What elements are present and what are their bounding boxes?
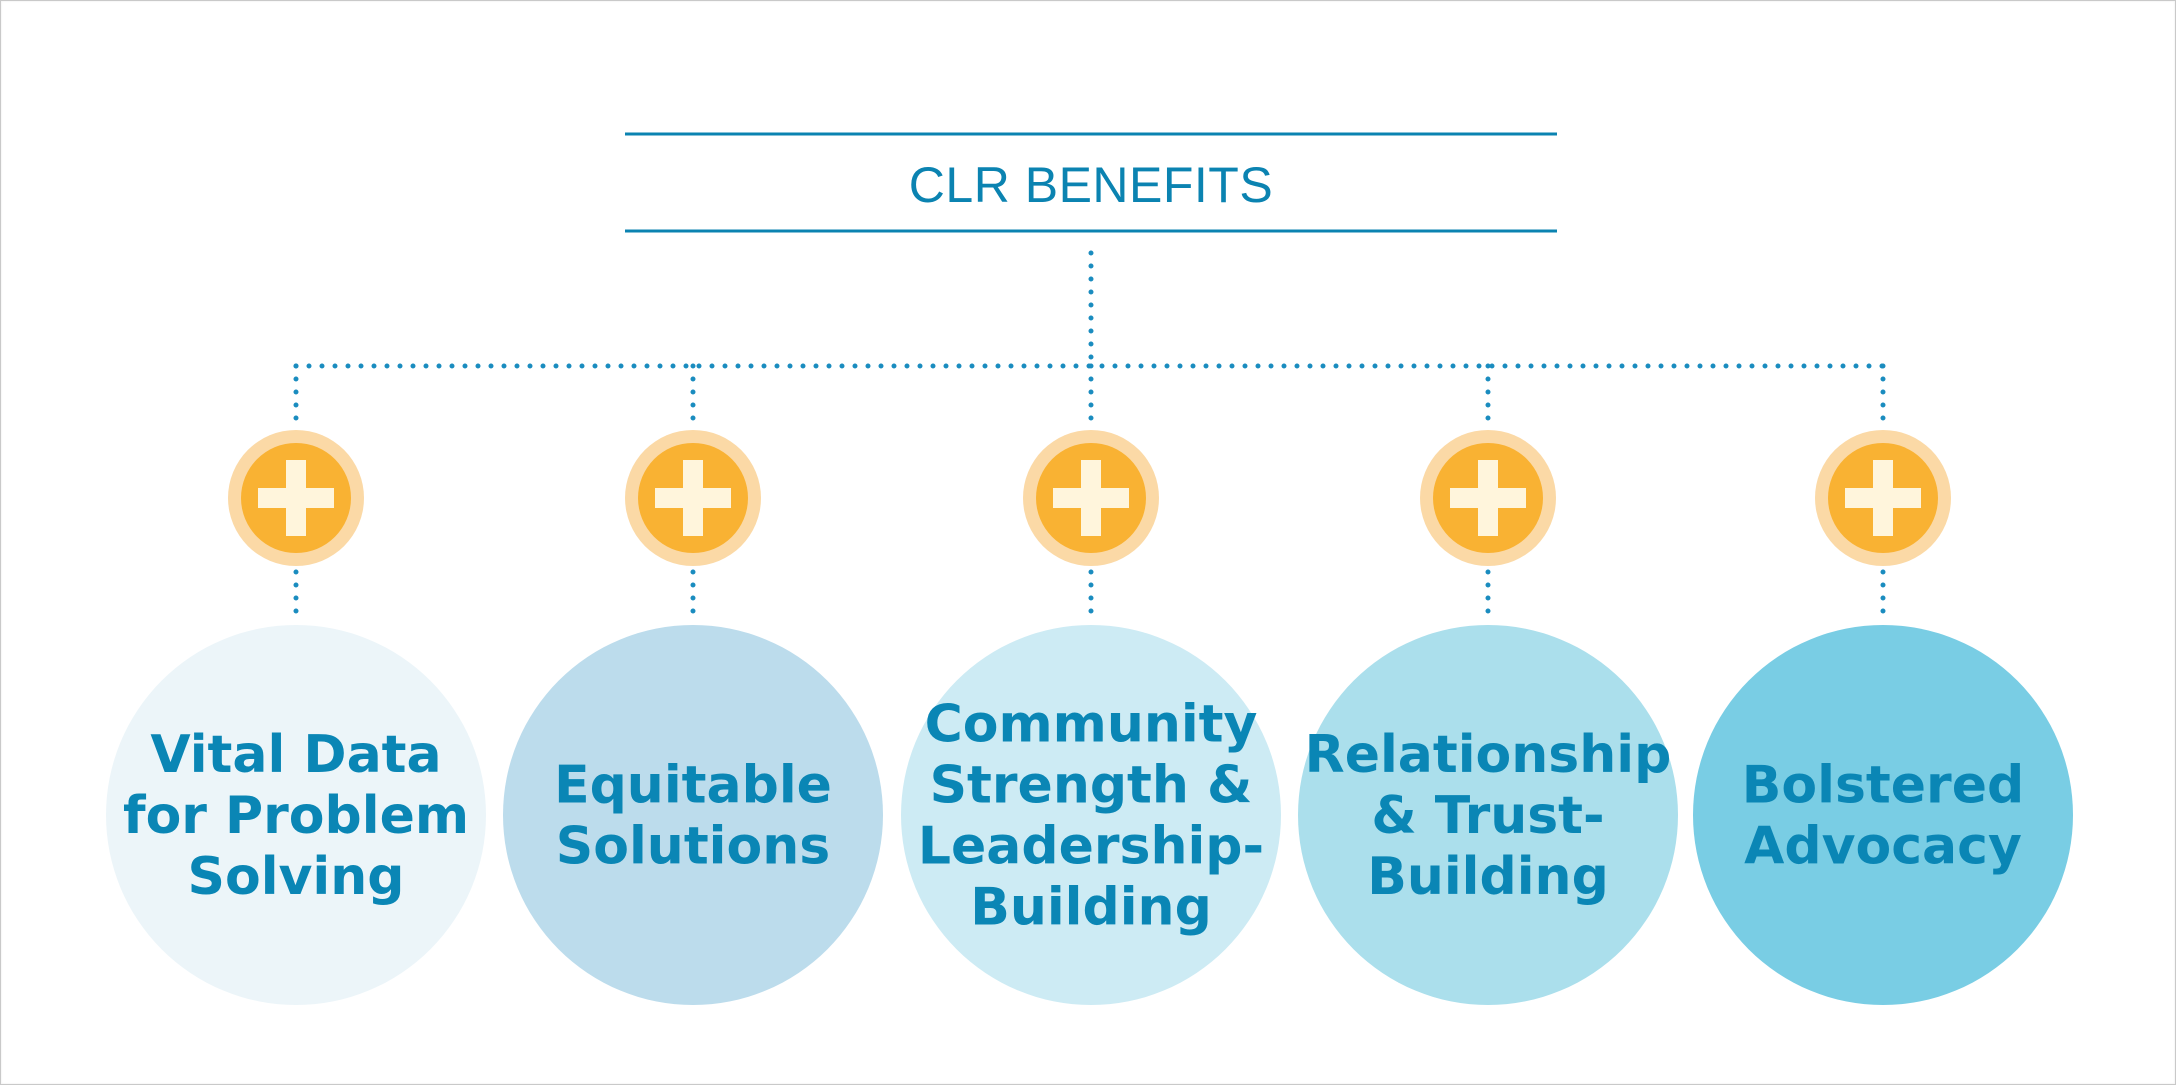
plus-icon-bar-v bbox=[1873, 460, 1893, 536]
benefit-circle bbox=[1693, 625, 2073, 1005]
benefit-label-line: Equitable bbox=[554, 756, 832, 816]
plus-icon bbox=[1815, 430, 1951, 566]
title-box: CLR BENEFITS bbox=[625, 132, 1557, 233]
plus-icon-bar-v bbox=[1081, 460, 1101, 536]
plus-icon-bar-v bbox=[286, 460, 306, 536]
plus-icon bbox=[228, 430, 364, 566]
diagram-title: CLR BENEFITS bbox=[909, 157, 1273, 213]
plus-icon bbox=[1420, 430, 1556, 566]
plus-icon-bar-v bbox=[1478, 460, 1498, 536]
benefit-label-line: Solving bbox=[188, 847, 405, 907]
benefit-label-line: Solutions bbox=[556, 817, 830, 877]
benefit-circle bbox=[901, 625, 1281, 1005]
benefit-label-line: Relationship bbox=[1305, 725, 1672, 785]
benefit-label-line: Strength & bbox=[930, 756, 1253, 816]
plus-icon-bar-v bbox=[683, 460, 703, 536]
benefit-label-line: for Problem bbox=[123, 786, 469, 846]
benefit-label-line: Vital Data bbox=[150, 725, 441, 785]
benefit-label-line: Building bbox=[970, 878, 1212, 938]
benefit-label-line: Bolstered bbox=[1742, 756, 2024, 816]
benefit-label-line: Advocacy bbox=[1744, 817, 2022, 877]
connector-lines bbox=[293, 250, 1886, 369]
benefit-circle bbox=[106, 625, 486, 1005]
plus-icon bbox=[625, 430, 761, 566]
benefit-node: Relationship& Trust-Building bbox=[1298, 363, 1678, 1005]
plus-icon bbox=[1023, 430, 1159, 566]
benefit-label: Relationship& Trust-Building bbox=[1305, 725, 1672, 907]
benefit-label-line: Community bbox=[925, 695, 1258, 755]
benefit-circle bbox=[503, 625, 883, 1005]
benefit-circle bbox=[1298, 625, 1678, 1005]
benefit-label-line: Building bbox=[1367, 847, 1609, 907]
benefit-label-line: & Trust- bbox=[1371, 786, 1604, 846]
benefit-label-line: Leadership- bbox=[918, 817, 1264, 877]
